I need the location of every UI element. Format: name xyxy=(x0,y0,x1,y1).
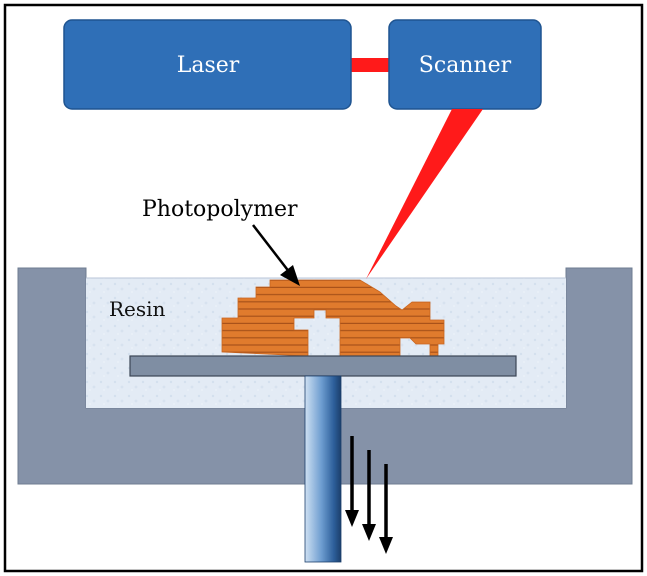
scanner-box: Scanner xyxy=(388,19,542,110)
downward-motion-arrows xyxy=(345,436,393,554)
photopolymer-label: Photopolymer xyxy=(142,197,298,222)
resin-label: Resin xyxy=(109,297,166,321)
build-platform xyxy=(129,355,517,377)
down-arrow xyxy=(345,436,359,527)
photopolymer-pointer-arrow xyxy=(252,224,300,286)
laser-beam xyxy=(366,109,483,279)
scanner-label: Scanner xyxy=(419,53,512,78)
laser-box: Laser xyxy=(63,19,352,110)
laser-label: Laser xyxy=(177,53,240,78)
down-arrow xyxy=(379,464,393,554)
elevator-rod xyxy=(304,375,342,563)
photopolymer-part xyxy=(221,279,445,357)
laser-connector-beam xyxy=(349,58,391,72)
down-arrow xyxy=(362,450,376,541)
